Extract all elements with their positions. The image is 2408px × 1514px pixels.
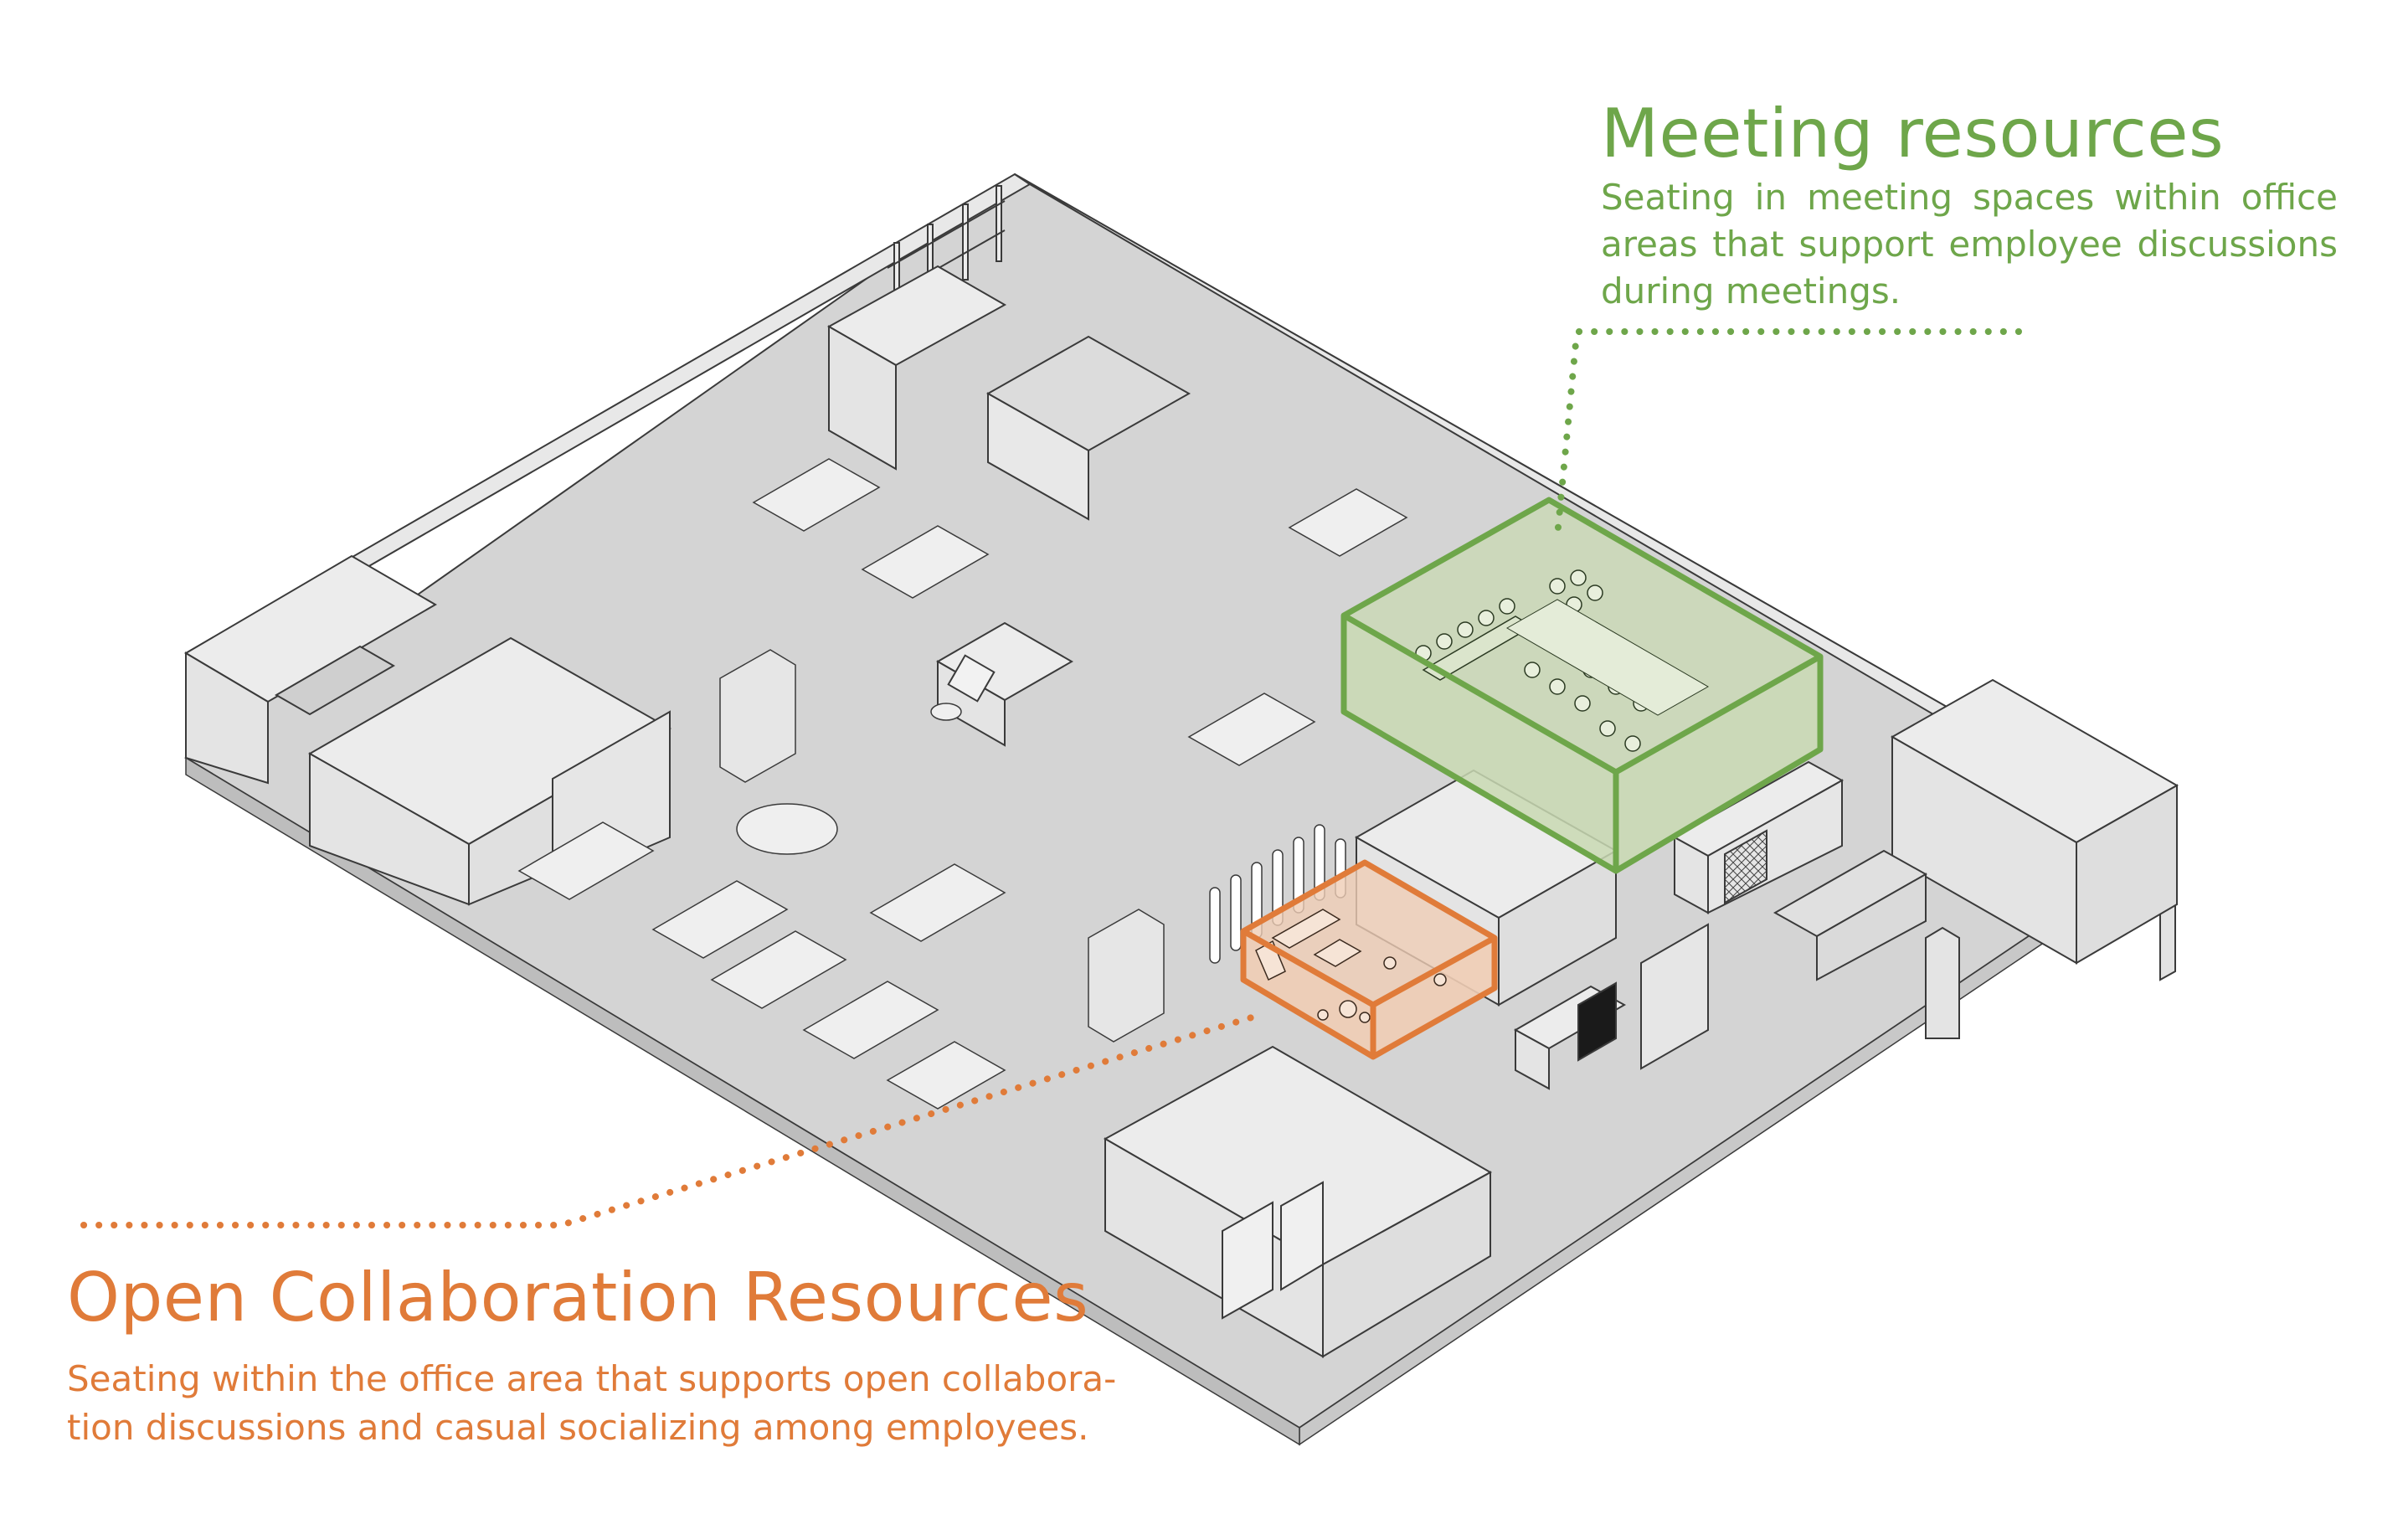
window-rail [887, 200, 1006, 269]
restroom-side [1322, 1171, 1491, 1358]
mullion [962, 203, 969, 281]
slat [1209, 887, 1221, 964]
chair [1457, 621, 1474, 638]
chair [1524, 662, 1541, 678]
collab-zone-highlight [1240, 859, 1498, 1060]
open-collaboration-title: Open Collaboration Resources [67, 1259, 1089, 1336]
desk-cluster [869, 863, 1006, 942]
bar-stool [1433, 973, 1447, 986]
office-block-side [1498, 849, 1617, 1007]
booth [719, 649, 796, 783]
collab-furniture [1255, 909, 1447, 1023]
slat [1230, 874, 1242, 951]
restroom-block [1103, 1045, 1493, 1358]
meeting-zone-fill-right [1616, 657, 1820, 871]
chair [1570, 569, 1587, 586]
room-wall [828, 325, 897, 471]
stool [1317, 1009, 1329, 1021]
display-slats [1577, 981, 1617, 1062]
chair [1549, 578, 1566, 595]
column [1925, 926, 1960, 1039]
reception-desk-front [1515, 1028, 1550, 1090]
meeting-bar-counter [1505, 599, 1710, 716]
chair [1574, 695, 1591, 712]
meeting-table-oval [736, 803, 838, 855]
chair [1499, 598, 1515, 615]
mullion [996, 185, 1002, 262]
chair [1587, 584, 1603, 601]
chair [1436, 633, 1453, 650]
desk-cluster [517, 821, 655, 900]
collab-zone-fill-right [1373, 938, 1495, 1057]
stall-divider [1280, 1181, 1324, 1291]
open-collaboration-description: Seating within the office area that supp… [67, 1358, 1117, 1448]
chair [1478, 610, 1495, 626]
display-wall [1640, 923, 1709, 1070]
interior-rooms [826, 265, 1618, 1007]
round-table [930, 703, 962, 721]
stool [1359, 1012, 1371, 1023]
bar-stool [1383, 956, 1397, 970]
desk-cluster [710, 930, 847, 1009]
meeting-zone-fill-left [1344, 615, 1616, 871]
perforated-panel [1724, 829, 1767, 904]
meeting-resources-description: Seating in meeting spaces within office … [1601, 177, 2338, 312]
long-cabinet-side [2076, 784, 2178, 965]
meeting-resources-callout: Meeting resources Seating in meeting spa… [1601, 99, 2338, 315]
glass-room-wall [987, 392, 1089, 521]
floor-edge-left [185, 756, 1300, 1446]
sofa [1271, 909, 1341, 949]
booth [1088, 909, 1165, 1043]
desk-cluster [752, 458, 881, 532]
block-front [185, 651, 269, 785]
desk-cluster [861, 525, 990, 599]
meeting-leader-line [1554, 328, 2028, 539]
desk-cluster [651, 880, 789, 959]
meeting-resources-title: Meeting resources [1601, 95, 2225, 173]
stool [1339, 1000, 1357, 1018]
pod-panel [947, 654, 996, 703]
chair [1549, 678, 1566, 695]
desk-cluster [802, 981, 939, 1059]
left-core-blocks [184, 554, 672, 906]
stall-divider [1222, 1201, 1273, 1320]
desk-cluster [1288, 488, 1408, 557]
right-wing [1513, 678, 2179, 1090]
workstations [517, 458, 1408, 1110]
open-collaboration-callout: Open Collaboration Resources Seating wit… [67, 1263, 1122, 1452]
chair [1599, 720, 1616, 737]
meeting-zone-highlight [1340, 497, 1824, 874]
shaft-opening [275, 645, 395, 716]
desk-cluster [1187, 693, 1316, 766]
desk-cluster [886, 1041, 1006, 1110]
slat-screen [1209, 824, 1346, 964]
coffee-table [1313, 939, 1362, 967]
kitchen-counter-side [1816, 873, 1927, 981]
chair [1624, 735, 1641, 752]
collab-leader-line [80, 1014, 1255, 1228]
